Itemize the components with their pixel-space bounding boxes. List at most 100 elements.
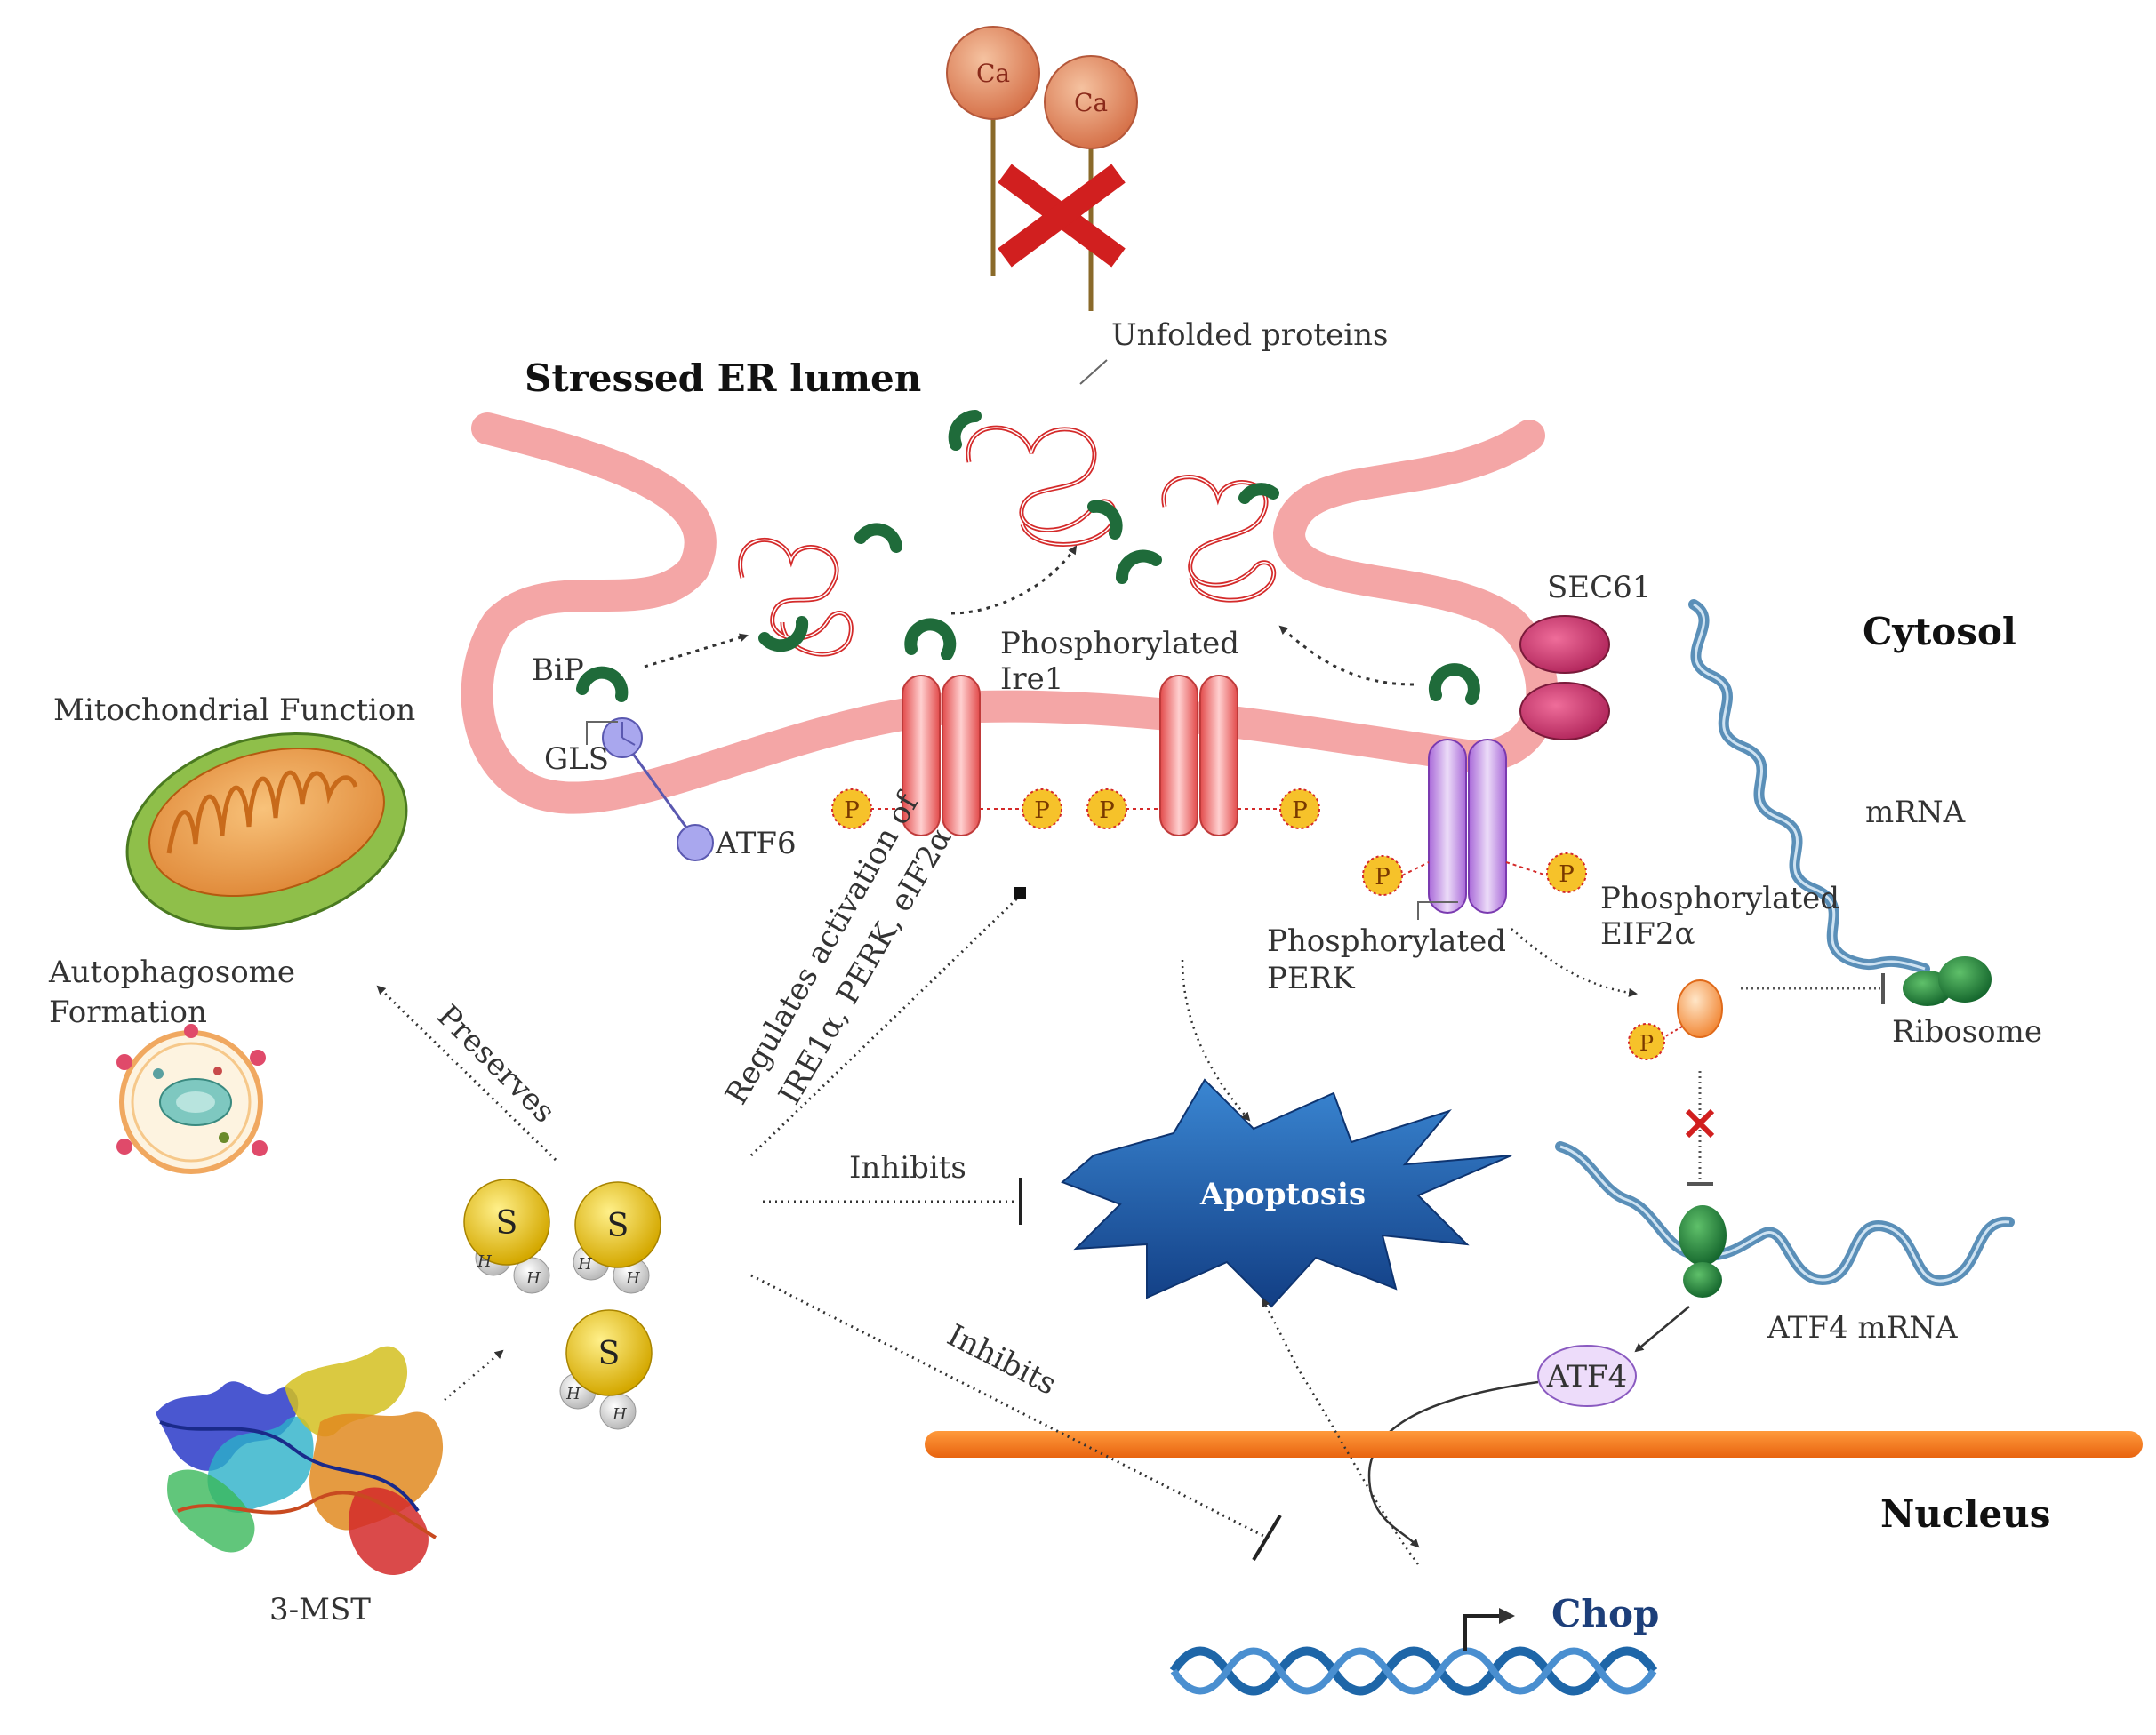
inhibit-bar [1252, 1514, 1282, 1562]
small-cross-icon [1685, 1108, 1715, 1139]
apoptosis-burst [1061, 1078, 1512, 1308]
regulates-arrow-head [1014, 887, 1026, 899]
bip-icon [1238, 483, 1279, 504]
stressed-er-lumen-title: Stressed ER lumen [525, 356, 921, 400]
autophagosome-icon [116, 1024, 268, 1174]
svg-text:P: P [1292, 797, 1308, 824]
phosphate-icon: P [1546, 852, 1587, 893]
sec61-channel [1519, 615, 1610, 740]
inhibits-chop-line [750, 1274, 1268, 1539]
svg-text:P: P [844, 797, 860, 824]
mrna-highlight [1693, 603, 1926, 971]
three-mst-label: 3-MST [269, 1592, 371, 1627]
phosphorylated-eif2a-label-line1: Phosphorylated [1600, 881, 1839, 916]
perk-to-eif2a-arrow [1511, 928, 1638, 997]
unfolded-proteins-pointer [1079, 359, 1108, 385]
h2s-molecule-3: S H H [559, 1309, 653, 1430]
mitochondrion-icon [125, 732, 408, 931]
phosphate-icon: P [1086, 788, 1127, 829]
chop-label: Chop [1551, 1592, 1659, 1635]
bip-arrow-1 [644, 633, 749, 668]
ire1-dimer-1 [902, 675, 981, 836]
autophagosome-label-line2: Formation [49, 995, 207, 1030]
svg-text:H: H [625, 1269, 640, 1288]
nuclear-membrane [925, 1431, 2143, 1458]
er-membrane [461, 412, 1559, 814]
svg-text:S: S [607, 1208, 629, 1244]
bip-icon [1116, 549, 1162, 584]
svg-text:H: H [525, 1269, 541, 1288]
unfolded-protein-2 [966, 425, 1117, 547]
perk-dimer [1428, 739, 1507, 914]
atf4-mrna-label: ATF4 mRNA [1767, 1310, 1958, 1346]
svg-text:H: H [477, 1252, 492, 1271]
dna-helix-icon [1169, 1646, 1658, 1696]
atf6-complex [602, 717, 714, 861]
phosphorylated-eif2a-label-line2: EIF2α [1600, 916, 1695, 952]
atf4-protein [1537, 1345, 1637, 1407]
bip-icon [1428, 663, 1480, 705]
atf6-label: ATF6 [715, 826, 797, 861]
ire1-phosphates: P P P P [831, 788, 1320, 829]
mst-to-h2s-arrow [444, 1349, 504, 1401]
atf6-domain [677, 824, 714, 861]
bip-chaperones [576, 410, 1480, 705]
atf4-translation-arrow [1634, 1306, 1690, 1353]
three-mst-protein-icon [156, 1346, 444, 1575]
svg-text:P: P [1559, 861, 1575, 888]
unfolded-protein-3 [1161, 475, 1276, 603]
bip-label: BiP [532, 652, 584, 688]
phosphorylated-perk-label-line2: PERK [1267, 961, 1355, 996]
chop-to-apoptosis-arrow [1261, 1298, 1420, 1565]
phosphate-icon: P [1279, 788, 1320, 829]
ire1-arrow [950, 545, 1078, 615]
inhibits-chop-label: Inhibits [942, 1317, 1062, 1403]
phosphate-icon: P [1022, 788, 1062, 829]
svg-text:S: S [598, 1336, 621, 1372]
svg-text:S: S [496, 1205, 518, 1242]
inhibits-apoptosis-label: Inhibits [849, 1150, 966, 1186]
svg-text:H: H [612, 1405, 627, 1424]
transcription-start-arrow [1463, 1608, 1515, 1651]
atf4-mrna-strand [1555, 1141, 2015, 1287]
nucleus-title: Nucleus [1880, 1492, 2050, 1536]
svg-text:H: H [577, 1255, 592, 1274]
blocked-cross-icon [998, 164, 1126, 268]
perk-arrow [1278, 625, 1415, 686]
svg-text:P: P [1034, 797, 1050, 824]
gls-label: GLS [544, 741, 609, 777]
atf4-mrna-highlight [1559, 1145, 2010, 1283]
phosphate-icon: P [1362, 855, 1403, 896]
bip-icon [904, 618, 957, 660]
preserves-label: Preserves [430, 998, 562, 1130]
ribosome-icon [1903, 956, 1992, 1006]
atf4-to-chop-arrow [1367, 1380, 1539, 1548]
phosphorylated-ire1-label-line1: Phosphorylated [1000, 626, 1239, 661]
svg-text:P: P [1099, 797, 1115, 824]
mitochondrial-function-label: Mitochondrial Function [53, 692, 415, 728]
ribosome-on-atf4-icon [1679, 1205, 1727, 1298]
er-to-apoptosis-arrow [1181, 959, 1251, 1122]
bip-icon [576, 666, 629, 702]
preserves-arrow [376, 985, 557, 1162]
calcium-label-1: Ca [976, 59, 1010, 88]
bip-icon [854, 523, 902, 553]
apoptosis-label: Apoptosis [1199, 1177, 1366, 1212]
h2s-molecule-2: S H H [573, 1181, 661, 1294]
perk-phosphates: P P [1362, 852, 1587, 896]
gls-pointer [586, 721, 618, 745]
perk-pointer [1417, 901, 1458, 920]
phosphorylated-ire1-label-line2: Ire1 [1000, 661, 1063, 697]
calcium-ion-1 [946, 26, 1040, 120]
calcium-label-2: Ca [1074, 88, 1108, 117]
svg-text:P: P [1375, 864, 1391, 891]
bip-icon [948, 410, 982, 451]
svg-text:H: H [565, 1385, 581, 1403]
calcium-ion-2 [1044, 55, 1138, 149]
calcium-ions: Ca Ca [946, 26, 1138, 311]
unfolded-protein-1 [738, 538, 854, 657]
autophagosome-label-line1: Autophagosome [48, 955, 295, 990]
phosphorylated-perk-label-line1: Phosphorylated [1267, 923, 1506, 959]
